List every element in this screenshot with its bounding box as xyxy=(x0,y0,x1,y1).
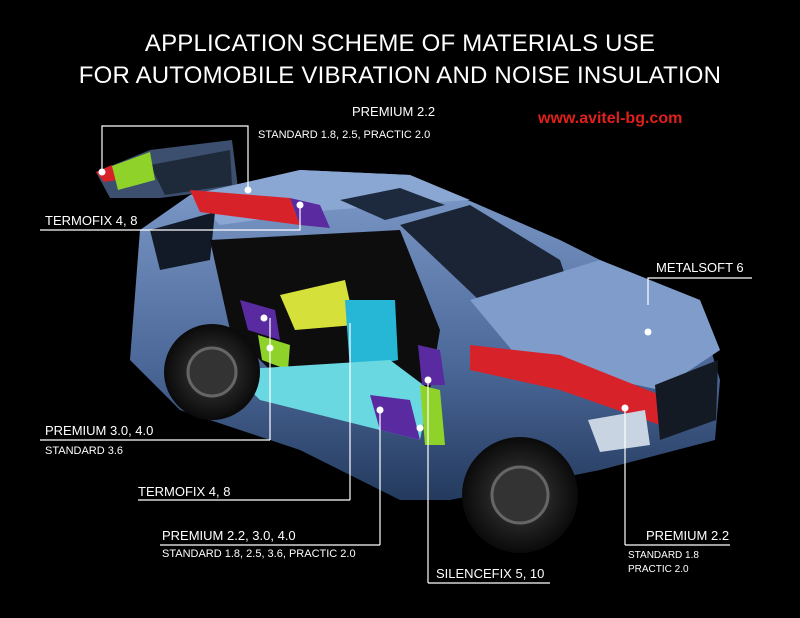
grille xyxy=(655,360,718,440)
label-front-sub-1: STANDARD 1.8 xyxy=(628,550,699,561)
label-firewall: SILENCEFIX 5, 10 xyxy=(436,566,545,581)
label-floor-main: PREMIUM 2.2, 3.0, 4.0 xyxy=(162,528,296,543)
zone-seat-yellow xyxy=(280,280,355,330)
sunroof xyxy=(340,188,445,220)
zone-roof-red xyxy=(190,190,300,225)
label-tailgate-sub: STANDARD 1.8, 2.5, PRACTIC 2.0 xyxy=(258,129,431,141)
label-hood: METALSOFT 6 xyxy=(656,260,744,275)
label-rear-floor-sub: STANDARD 3.6 xyxy=(45,445,124,457)
label-rear-floor-main: PREMIUM 3.0, 4.0 xyxy=(45,423,154,438)
zone-tailgate-green xyxy=(112,152,155,190)
title-line-2: FOR AUTOMOBILE VIBRATION AND NOISE INSUL… xyxy=(78,62,722,89)
leader-dots xyxy=(98,168,652,432)
zone-firewall-green xyxy=(420,385,445,445)
title-line-1: APPLICATION SCHEME OF MATERIALS USE xyxy=(144,30,656,57)
label-roof-rear: TERMOFIX 4, 8 xyxy=(45,213,138,228)
zone-hood-red xyxy=(470,345,660,425)
label-tailgate-main: PREMIUM 2.2 xyxy=(352,104,436,119)
label-seat-area: TERMOFIX 4, 8 xyxy=(138,484,231,499)
zone-firewall-purple xyxy=(418,345,445,385)
leader-lines xyxy=(40,125,752,584)
tailgate-window xyxy=(150,150,232,195)
zone-floor-purple xyxy=(370,395,420,440)
zone-rear-green xyxy=(258,335,290,370)
rear-side-window xyxy=(150,212,215,270)
headlight xyxy=(588,410,650,452)
website-link[interactable]: www.avitel-bg.com xyxy=(538,110,683,127)
label-floor-sub: STANDARD 1.8, 2.5, 3.6, PRACTIC 2.0 xyxy=(162,548,356,560)
zone-tailgate-red xyxy=(96,165,118,182)
zone-seat-cyan xyxy=(345,300,398,370)
label-front-sub-2: PRACTIC 2.0 xyxy=(628,564,689,575)
label-front-main: PREMIUM 2.2 xyxy=(646,528,730,543)
